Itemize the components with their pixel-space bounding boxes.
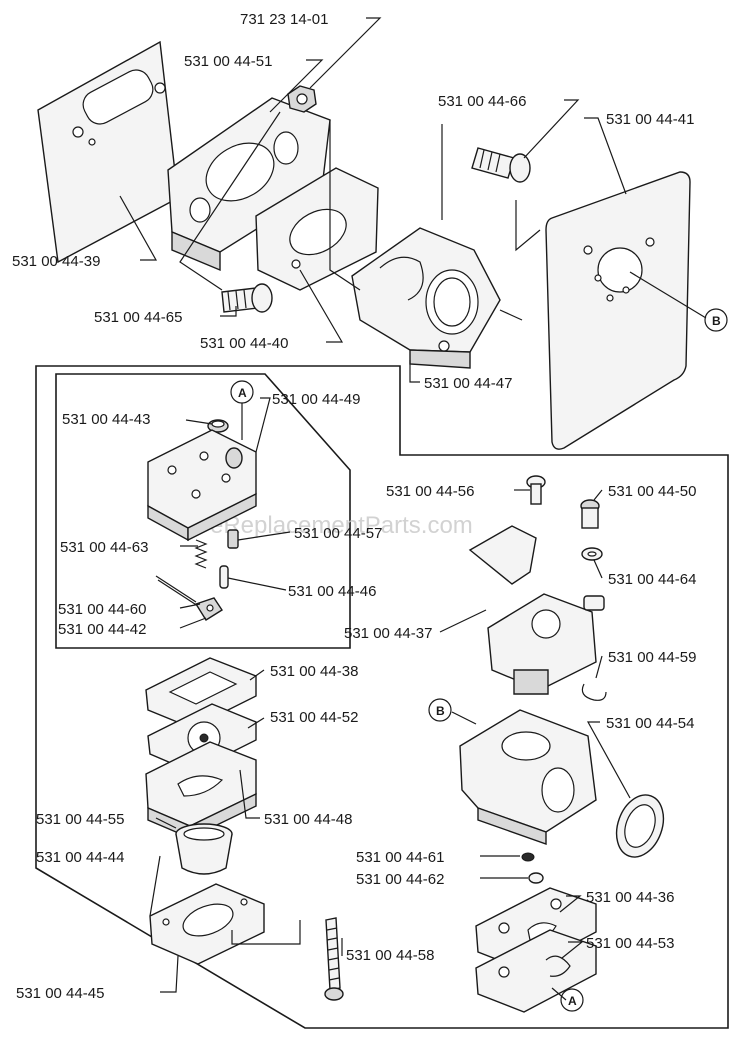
label-731-23-14-01: 731 23 14-01 — [240, 11, 328, 28]
part-pin-46 — [219, 565, 229, 589]
callout-b-top: B — [704, 308, 728, 332]
part-screw-50 — [580, 499, 600, 529]
part-lever-60 — [155, 575, 199, 607]
part-intake-47 — [351, 227, 501, 369]
part-bulb-55 — [175, 823, 233, 875]
part-screw-66 — [471, 147, 531, 183]
label-43: 531 00 44-43 — [62, 411, 150, 428]
part-gasket-36 — [475, 887, 597, 971]
part-body-49 — [147, 429, 257, 542]
label-42: 531 00 44-42 — [58, 621, 146, 638]
label-53: 531 00 44-53 — [586, 935, 674, 952]
label-64: 531 00 44-64 — [608, 571, 696, 588]
part-seal-61 — [521, 852, 535, 862]
callout-a-bottom: A — [560, 988, 584, 1012]
callout-b-mid: B — [428, 698, 452, 722]
label-58: 531 00 44-58 — [346, 947, 434, 964]
label-37: 531 00 44-37 — [344, 625, 432, 642]
label-56: 531 00 44-56 — [386, 483, 474, 500]
part-oring-54 — [615, 794, 665, 858]
part-nut-731 — [287, 85, 317, 113]
subassembly-frame — [55, 373, 351, 649]
part-pump-48 — [145, 741, 257, 840]
label-41: 531 00 44-41 — [606, 111, 694, 128]
svg-text:B: B — [712, 314, 721, 328]
label-63: 531 00 44-63 — [60, 539, 148, 556]
label-65: 531 00 44-65 — [94, 309, 182, 326]
label-44: 531 00 44-44 — [36, 849, 124, 866]
label-49: 531 00 44-49 — [272, 391, 360, 408]
part-screw-56 — [526, 475, 546, 505]
part-carb-body-54 — [459, 709, 597, 845]
part-screw-58 — [324, 917, 344, 1001]
part-gasket-38 — [145, 657, 257, 729]
part-diaphragm-53 — [475, 929, 597, 1013]
part-gasket-39 — [37, 40, 179, 264]
part-washer-64 — [581, 547, 603, 561]
part-labels: 731 23 14-01 531 00 44-51 531 00 44-66 5… — [12, 11, 696, 1002]
part-gasket-40 — [255, 167, 379, 291]
label-39: 531 00 44-39 — [12, 253, 100, 270]
label-60: 531 00 44-60 — [58, 601, 146, 618]
svg-text:A: A — [238, 386, 247, 400]
label-59: 531 00 44-59 — [608, 649, 696, 666]
svg-text:B: B — [436, 704, 445, 718]
label-38: 531 00 44-38 — [270, 663, 358, 680]
label-47: 531 00 44-47 — [424, 375, 512, 392]
part-screw-57 — [227, 529, 239, 549]
part-throttle-37 — [468, 525, 605, 695]
part-clip-59 — [581, 683, 607, 701]
part-screw-65 — [221, 283, 273, 313]
label-50: 531 00 44-50 — [608, 483, 696, 500]
label-52: 531 00 44-52 — [270, 709, 358, 726]
callout-a-top: A — [230, 380, 254, 404]
label-62: 531 00 44-62 — [356, 871, 444, 888]
part-plug-43 — [207, 419, 229, 433]
watermark: eReplacementParts.com — [210, 512, 473, 539]
label-46: 531 00 44-46 — [288, 583, 376, 600]
assembly-frame — [35, 365, 729, 1029]
part-gasket-41 — [545, 171, 691, 450]
part-spring-62 — [528, 872, 544, 884]
part-cover-45 — [149, 883, 265, 965]
part-insulator-51 — [167, 97, 331, 272]
label-40: 531 00 44-40 — [200, 335, 288, 352]
part-pin-42 — [194, 597, 223, 621]
label-66: 531 00 44-66 — [438, 93, 526, 110]
label-48: 531 00 44-48 — [264, 811, 352, 828]
label-57: 531 00 44-57 — [294, 525, 382, 542]
label-45: 531 00 44-45 — [16, 985, 104, 1002]
label-51: 531 00 44-51 — [184, 53, 272, 70]
label-55: 531 00 44-55 — [36, 811, 124, 828]
label-54: 531 00 44-54 — [606, 715, 694, 732]
label-36: 531 00 44-36 — [586, 889, 674, 906]
leader-lines — [119, 17, 707, 1001]
part-spring-63 — [194, 539, 208, 569]
svg-text:A: A — [568, 994, 577, 1008]
label-61: 531 00 44-61 — [356, 849, 444, 866]
